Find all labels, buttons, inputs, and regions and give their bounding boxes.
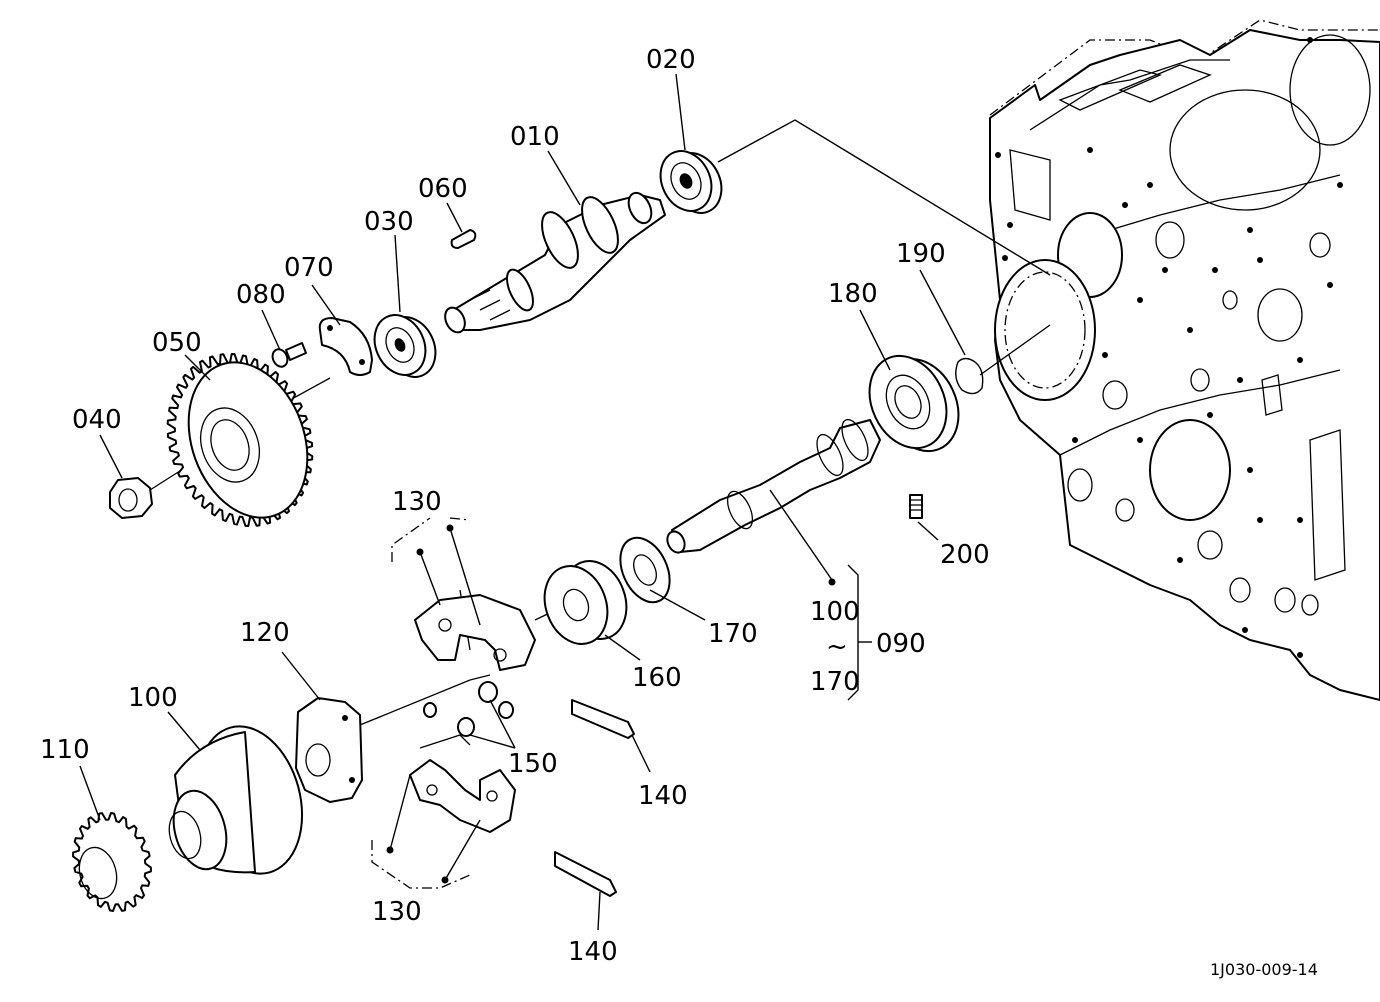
label-080: 080 bbox=[236, 280, 286, 310]
group-markers-130 bbox=[371, 517, 859, 889]
label-130-top: 130 bbox=[392, 487, 442, 517]
part-150-bushings bbox=[423, 681, 514, 737]
part-120-bracket bbox=[295, 697, 363, 803]
part-050-gear bbox=[166, 353, 314, 527]
label-range-tilde: ~ bbox=[826, 632, 848, 662]
label-150: 150 bbox=[508, 749, 558, 779]
part-040-nut bbox=[109, 477, 153, 519]
part-010-shaft bbox=[444, 191, 666, 334]
part-130-upper-weight-holder bbox=[414, 594, 536, 671]
part-160-sleeve bbox=[543, 560, 628, 645]
label-060: 060 bbox=[418, 174, 468, 204]
part-170-shim bbox=[619, 536, 671, 604]
part-100-170-governor-shaft bbox=[666, 418, 881, 554]
part-060-key bbox=[450, 229, 477, 249]
label-170-shim: 170 bbox=[708, 619, 758, 649]
label-050: 050 bbox=[152, 328, 202, 358]
part-030-ball-bearing bbox=[373, 314, 437, 378]
label-070: 070 bbox=[284, 253, 334, 283]
label-170-range-end: 170 bbox=[810, 667, 860, 697]
label-130-bottom: 130 bbox=[372, 897, 422, 927]
part-labels: 020 010 060 030 070 080 050 040 180 190 … bbox=[40, 45, 1318, 979]
label-140-top: 140 bbox=[638, 781, 688, 811]
part-190-circlip bbox=[955, 357, 984, 395]
drawing-code: 1J030-009-14 bbox=[1210, 960, 1318, 979]
gear-case bbox=[989, 19, 1380, 701]
label-100-range-start: 100 bbox=[810, 597, 860, 627]
part-140-pins bbox=[554, 699, 635, 897]
label-040: 040 bbox=[72, 405, 122, 435]
label-090: 090 bbox=[876, 629, 926, 659]
label-120: 120 bbox=[240, 618, 290, 648]
label-200: 200 bbox=[940, 540, 990, 570]
part-070-retainer-plate bbox=[318, 317, 373, 376]
part-200-set-screw bbox=[909, 494, 923, 519]
part-100-hub bbox=[168, 725, 304, 875]
part-130-lower-weight-holder bbox=[409, 734, 516, 833]
label-160: 160 bbox=[632, 663, 682, 693]
label-020: 020 bbox=[646, 45, 696, 75]
leader-lines bbox=[79, 73, 966, 931]
label-110: 110 bbox=[40, 735, 90, 765]
part-020-ball-bearing bbox=[659, 150, 723, 214]
label-180: 180 bbox=[828, 279, 878, 309]
label-190: 190 bbox=[896, 239, 946, 269]
label-140-bottom: 140 bbox=[568, 937, 618, 967]
part-110-pinion-gear bbox=[72, 812, 152, 912]
part-080-bolt bbox=[271, 342, 307, 368]
label-100: 100 bbox=[128, 683, 178, 713]
label-010: 010 bbox=[510, 122, 560, 152]
label-030: 030 bbox=[364, 207, 414, 237]
part-180-ball-bearing bbox=[868, 354, 960, 453]
